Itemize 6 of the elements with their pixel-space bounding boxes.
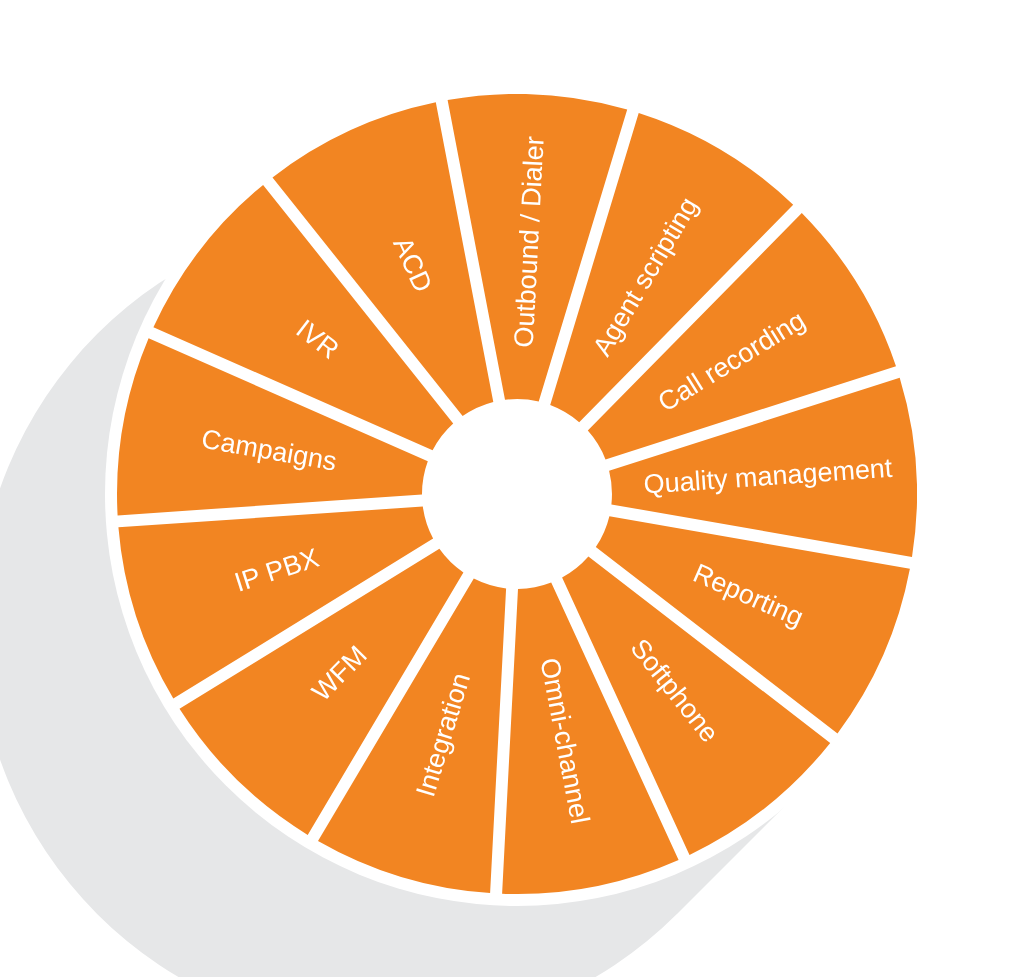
segment-label: IP PBX [231,543,323,599]
segment-label: Campaigns [198,424,339,477]
segment-label: Outbound / Dialer [509,135,551,349]
segment-label: IVR [290,314,345,366]
segment-label: Quality management [643,453,894,501]
segment-label: ACD [386,232,438,298]
